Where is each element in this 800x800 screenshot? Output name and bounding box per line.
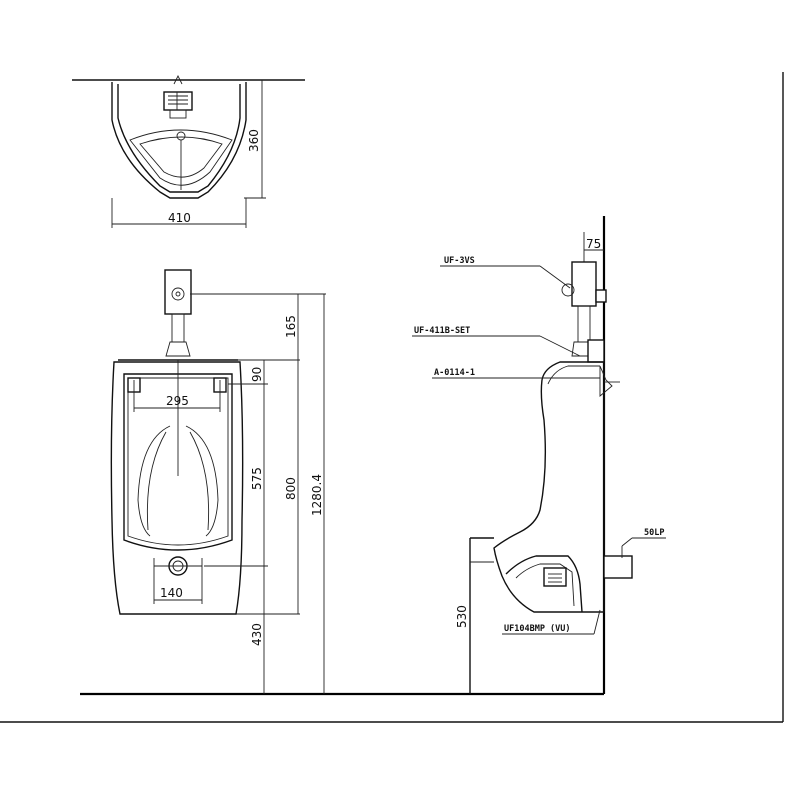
floor-to-trap-dim: 530 [455,605,469,628]
top-depth-dim: 360 [247,129,261,152]
top-width-dim: 410 [168,211,191,225]
label-hanger: A-0114-1 [434,368,475,378]
upper-dim: 90 [250,367,264,382]
offset-dim: 75 [586,237,601,251]
label-flush-valve: UF-3VS [444,256,475,266]
label-trap: UF104BMP (VU) [504,624,571,634]
front-view: 140 295 165 90 575 800 1280.4 430 [80,269,470,696]
label-drain: 50LP [644,528,664,538]
hole-spacing-dim: 295 [166,394,189,408]
outlet-spacing-dim: 140 [160,586,183,600]
drawing-frame [0,72,784,723]
label-spud-set: UF-411B-SET [414,326,470,336]
body-dim: 575 [250,467,264,490]
overall-body-dim: 800 [284,477,298,500]
side-view: 75 530 [412,216,666,696]
top-view: 410 360 [72,74,305,228]
floor-to-outlet-dim: 430 [250,623,264,646]
overall-height-dim: 1280.4 [310,474,324,516]
flush-height-dim: 165 [284,315,298,338]
